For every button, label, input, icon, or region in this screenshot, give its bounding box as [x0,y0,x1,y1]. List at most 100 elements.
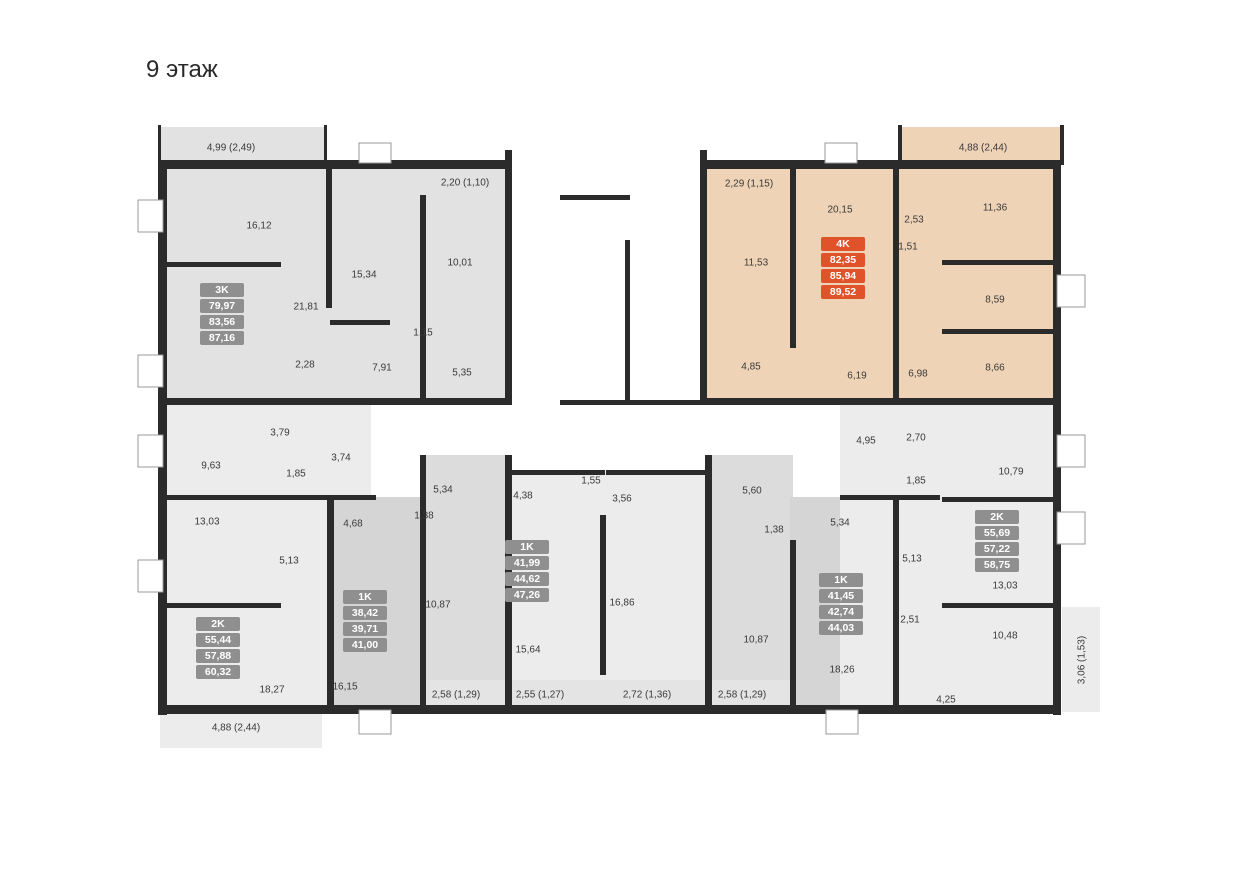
room-area: 3,06 (1,53) [1076,635,1088,685]
wall [790,540,796,710]
wall [505,150,512,405]
wall [560,195,630,200]
wall [840,495,940,500]
room-area: 5,34 [433,484,453,496]
balcony-4k-top [900,127,1062,162]
wall [324,125,327,165]
wall [700,150,707,405]
wall [898,125,902,165]
window [137,354,164,388]
room-area: 13,03 [194,516,220,528]
apartment-type: 1K [505,540,549,554]
apartment-area: 44,03 [819,621,863,635]
apartment-4k-area [705,168,1055,400]
room-area: 2,53 [904,214,924,226]
room-area: 1,38 [764,524,784,536]
room-area: 8,59 [985,294,1005,306]
room-area: 4,88 (2,44) [958,142,1008,154]
room-area: 15,64 [515,644,541,656]
room-area: 4,68 [343,518,363,530]
apartment-1k-c-kitchen [705,455,793,710]
wall [158,125,161,165]
room-area: 8,66 [985,362,1005,374]
apartment-area: 89,52 [821,285,865,299]
wall [606,470,706,475]
room-area: 4,99 (2,49) [206,142,256,154]
room-area: 3,74 [331,452,351,464]
wall [705,398,1060,405]
window [137,199,164,233]
apartment-type: 1K [343,590,387,604]
wall [600,515,606,675]
apartment-area: 58,75 [975,558,1019,572]
wall [705,455,712,710]
apartment-area: 57,22 [975,542,1019,556]
room-area: 16,86 [609,597,635,609]
wall [942,260,1057,265]
wall [166,495,376,500]
wall [790,168,796,348]
apartment-area: 41,45 [819,589,863,603]
wall [705,160,1060,169]
room-area: 18,26 [829,664,855,676]
window [824,142,858,164]
room-area: 15,34 [351,269,377,281]
room-fills [158,127,1100,748]
apartment-2k-right-area [840,405,1055,710]
apartment-area: 44,62 [505,572,549,586]
apartment-badge-2k-left[interactable]: 2K 55,44 57,88 60,32 [196,617,240,681]
room-area: 2,55 (1,27) [515,689,565,701]
room-area: 1,15 [413,327,433,339]
room-area: 2,28 [295,359,315,371]
apartment-badge-1k-b[interactable]: 1K 41,99 44,62 47,26 [505,540,549,604]
windows [137,142,1086,735]
room-area: 18,27 [259,684,285,696]
room-area: 1,51 [898,241,918,253]
apartment-badge-1k-c[interactable]: 1K 41,45 42,74 44,03 [819,573,863,637]
window [825,709,859,735]
window [1056,434,1086,468]
apartment-type: 1K [819,573,863,587]
apartment-area: 41,00 [343,638,387,652]
room-area: 2,29 (1,15) [724,178,774,190]
apartment-area: 82,35 [821,253,865,267]
wall [893,497,899,710]
apartment-badge-2k-right[interactable]: 2K 55,69 57,22 58,75 [975,510,1019,574]
apartment-1k-a-kitchen [420,455,507,707]
room-area: 5,35 [452,367,472,379]
apartment-badge-4k[interactable]: 4K 82,35 85,94 89,52 [821,237,865,301]
apartment-badge-3k[interactable]: 3K 79,97 83,56 87,16 [200,283,244,347]
room-area: 16,15 [332,681,358,693]
apartment-area: 57,88 [196,649,240,663]
room-area: 10,87 [743,634,769,646]
room-area: 5,13 [279,555,299,567]
apartment-area: 55,69 [975,526,1019,540]
wall [330,320,390,325]
room-area: 2,51 [900,614,920,626]
wall [166,603,281,608]
room-area: 7,91 [372,362,392,374]
room-area: 4,25 [936,694,956,706]
apartment-area: 79,97 [200,299,244,313]
room-area: 6,98 [908,368,928,380]
apartment-badge-1k-a[interactable]: 1K 38,42 39,71 41,00 [343,590,387,654]
room-area: 4,88 (2,44) [211,722,261,734]
room-area: 1,85 [906,475,926,487]
room-area: 10,01 [447,257,473,269]
wall [942,603,1057,608]
balcony-2k-right [1062,607,1100,712]
room-area: 5,60 [742,485,762,497]
room-area: 4,38 [513,490,533,502]
apartment-type: 3K [200,283,244,297]
wall [420,195,426,400]
room-area: 1,38 [414,510,434,522]
wall [505,470,605,475]
room-area: 4,95 [856,435,876,447]
room-area: 3,79 [270,427,290,439]
room-area: 10,87 [425,599,451,611]
room-area: 2,20 (1,10) [440,177,490,189]
room-area: 13,03 [992,580,1018,592]
apartment-area: 42,74 [819,605,863,619]
room-area: 11,36 [982,202,1008,214]
wall [158,160,505,169]
